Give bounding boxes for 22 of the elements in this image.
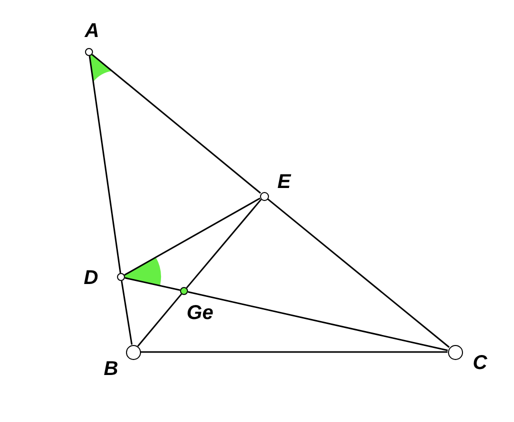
point-label: B bbox=[104, 359, 118, 379]
point-marker bbox=[85, 48, 93, 56]
line-segment bbox=[137, 294, 182, 347]
point-label: E bbox=[277, 172, 291, 192]
point-marker bbox=[126, 344, 140, 360]
point-marker bbox=[117, 273, 125, 281]
line-segment bbox=[188, 291, 448, 352]
line-segment bbox=[267, 198, 450, 348]
line-segment bbox=[88, 56, 122, 274]
line-segment bbox=[140, 351, 448, 353]
line-segment bbox=[92, 54, 261, 194]
line-segment bbox=[124, 277, 180, 291]
point-marker bbox=[260, 192, 268, 200]
point-label: D bbox=[84, 268, 98, 288]
point-marker bbox=[180, 287, 188, 295]
point-label: Ge bbox=[186, 303, 214, 323]
line-segment bbox=[186, 198, 262, 288]
line-segment bbox=[120, 280, 133, 345]
point-label: C bbox=[472, 353, 488, 373]
point-label: A bbox=[84, 21, 100, 41]
point-marker bbox=[448, 344, 462, 360]
line-segment bbox=[124, 198, 260, 276]
